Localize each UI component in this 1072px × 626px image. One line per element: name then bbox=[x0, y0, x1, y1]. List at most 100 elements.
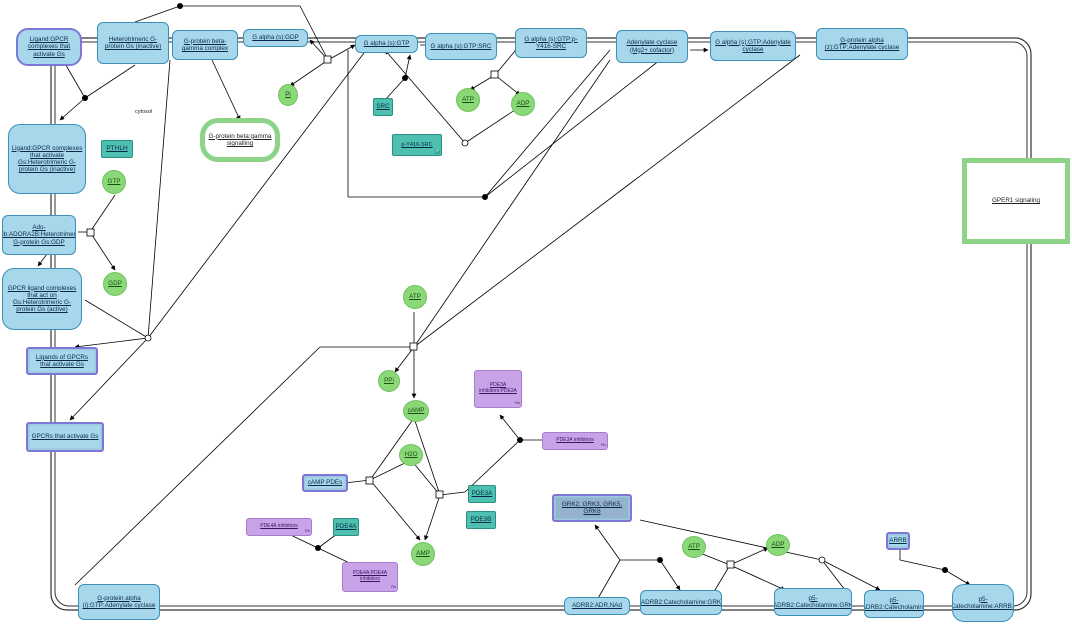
amp-node[interactable]: AMP bbox=[411, 542, 435, 566]
src-label: SRC bbox=[376, 103, 390, 111]
gdp-node[interactable]: GDP bbox=[103, 272, 127, 296]
p5-adrb2-cat-arrb-node[interactable]: p5-ADRB2:Catecholamine:ARRB1,ARRB2 bbox=[952, 584, 1014, 622]
gpcr-ligand-active-node[interactable]: GPCR ligand complexes that act on Gs:Het… bbox=[2, 268, 82, 330]
p5-adrb2-cat-grk-label: p5-ADRB2:Catecholamine:GRK bbox=[774, 594, 852, 609]
pi-node[interactable]: Pi bbox=[278, 84, 298, 106]
adrb2-cat-grk-label: ADRB2:Catecholamine:GRK bbox=[640, 598, 722, 606]
ligands-gpcrs-label: Ligands of GPCRs that activate Gs bbox=[35, 353, 89, 368]
p5-adrb2-cat-label: p5-ADRB2:Catecholamine bbox=[864, 596, 924, 611]
adenylate-cyclase-node[interactable]: Adenylate cyclase (Mg2+ cofactor) bbox=[616, 30, 688, 63]
camp-pdes-set[interactable]: cAMP PDEs bbox=[302, 474, 348, 492]
pde4a-inh-complex-label: PDE4A:PDE4A inhibitors bbox=[352, 570, 388, 582]
ado-rib-node[interactable]: Ado-Rib:ADORA2B:Heterotrimeric G-protein… bbox=[2, 215, 76, 255]
compartment-inner bbox=[54, 41, 1028, 607]
adp-top-label: ADP bbox=[516, 100, 530, 108]
arrb-label: ARRB bbox=[889, 537, 907, 545]
atp-top-label: ATP bbox=[462, 96, 474, 104]
pde3a-node[interactable]: PDE3A bbox=[468, 485, 496, 503]
camp-node[interactable]: cAMP bbox=[403, 400, 429, 422]
phospho-marker: P bbox=[435, 148, 440, 154]
g-alpha-gtp-ac-node[interactable]: G alpha (s):GTP:Adenylate cyclase bbox=[710, 31, 796, 61]
ppi-label: PPi bbox=[384, 377, 394, 385]
g-alpha-gtp-ac-label: G alpha (s):GTP:Adenylate cyclase bbox=[715, 38, 791, 53]
atp-mid-label: ATP bbox=[409, 293, 421, 301]
adrb2-adr-label: ADRB2:ADR,NAd bbox=[571, 602, 623, 610]
p5-adrb2-cat-grk-node[interactable]: p5-ADRB2:Catecholamine:GRK bbox=[774, 588, 852, 616]
compartment-outer bbox=[50, 37, 1032, 611]
gpcrs-gs-set[interactable]: GPCRs that activate Gs bbox=[26, 422, 104, 452]
g-alpha-gtp-src-label: G alpha (s):GTP:SRC bbox=[430, 42, 492, 50]
camp-pdes-label: cAMP PDEs bbox=[307, 479, 343, 487]
adp-bottom-node[interactable]: ADP bbox=[766, 534, 790, 556]
gdp-label: GDP bbox=[108, 280, 122, 288]
gtp-node[interactable]: GTP bbox=[102, 170, 126, 194]
src-node[interactable]: SRC bbox=[373, 98, 393, 116]
g-alpha-z-gtp-ac-label: G-protein alpha (z):GTP:Adenylate cyclas… bbox=[824, 36, 900, 51]
p5-adrb2-cat-arrb-label: p5-ADRB2:Catecholamine:ARRB1,ARRB2 bbox=[953, 595, 1013, 610]
adrb2-cat-grk-node[interactable]: ADRB2:Catecholamine:GRK bbox=[640, 590, 722, 615]
py416src-label: p-Y416-SRC bbox=[401, 141, 433, 148]
drug-marker: Rx bbox=[391, 584, 396, 590]
g-alpha-gdp-label: G alpha (s):GDP bbox=[252, 34, 299, 42]
grks-label: GRK2, GRK3, GRK5, GRK6 bbox=[561, 500, 623, 515]
pde4a-node[interactable]: PDE4A bbox=[333, 518, 359, 536]
pde3b-node[interactable]: PDE3B bbox=[466, 511, 496, 529]
g-alpha-gtp-label: G alpha (s):GTP bbox=[363, 40, 410, 48]
g-alpha-i-gtp-ac-label: G-protein alpha (i):GTP:Adenylate cyclas… bbox=[82, 594, 156, 609]
atp-top-node[interactable]: ATP bbox=[456, 88, 480, 112]
g-beta-gamma-label: G-protein beta-gamma complex bbox=[181, 37, 229, 52]
arrb-set[interactable]: ARRB bbox=[886, 532, 910, 550]
gper1-label: GPER1 signaling bbox=[992, 197, 1040, 205]
compartment-label: cytosol bbox=[135, 109, 153, 115]
heterotrimeric-inactive-label: Heterotrimeric G-protein Gs (inactive) bbox=[104, 35, 162, 50]
pde4a-label: PDE4A bbox=[335, 523, 357, 531]
beta-gamma-signalling-pathway[interactable]: G-protein beta:gamma signalling bbox=[200, 118, 280, 162]
ptmlh-label: PTHLH bbox=[106, 145, 128, 153]
gtp-label: GTP bbox=[107, 178, 121, 186]
gpcrs-gs-label: GPCRs that activate Gs bbox=[31, 433, 99, 441]
adp-top-node[interactable]: ADP bbox=[511, 92, 535, 116]
ligand-gpcr-label: Ligand:GPCR complexes that activate Gs bbox=[27, 36, 71, 58]
camp-label: cAMP bbox=[407, 407, 425, 415]
beta-gamma-signalling-label: G-protein beta:gamma signalling bbox=[208, 132, 272, 147]
ligands-gpcrs-set[interactable]: Ligands of GPCRs that activate Gs bbox=[26, 347, 98, 375]
heterotrimeric-inactive-node[interactable]: Heterotrimeric G-protein Gs (inactive) bbox=[97, 22, 169, 64]
g-alpha-i-gtp-ac-node[interactable]: G-protein alpha (i):GTP:Adenylate cyclas… bbox=[78, 584, 160, 620]
ppi-node[interactable]: PPi bbox=[378, 370, 400, 392]
ligand-gpcr-het-inactive-node[interactable]: Ligand:GPCR complexes that activate Gs:H… bbox=[8, 124, 86, 194]
gper1-pathway[interactable]: GPER1 signaling bbox=[962, 158, 1070, 244]
g-alpha-gtp-node[interactable]: G alpha (s):GTP bbox=[355, 35, 418, 53]
adp-bottom-label: ADP bbox=[771, 541, 785, 549]
pde4a-inhibitors-label: PDE4A inhibitors bbox=[260, 523, 298, 530]
g-alpha-gtp-src-node[interactable]: G alpha (s):GTP:SRC bbox=[425, 33, 497, 60]
grks-set[interactable]: GRK2, GRK3, GRK5, GRK6 bbox=[552, 494, 632, 522]
g-alpha-gtp-py416-label: G alpha (s):GTP:p-Y416-SRC bbox=[524, 35, 578, 50]
g-alpha-gtp-py416-node[interactable]: G alpha (s):GTP:p-Y416-SRC bbox=[515, 28, 587, 58]
adenylate-cyclase-label: Adenylate cyclase (Mg2+ cofactor) bbox=[626, 39, 678, 54]
atp-bottom-node[interactable]: ATP bbox=[682, 536, 706, 558]
pde3a-inhibitors-label: PDE3A inhibitors bbox=[556, 437, 594, 444]
ado-rib-label: Ado-Rib:ADORA2B:Heterotrimeric G-protein… bbox=[2, 224, 76, 246]
ligand-gpcr-node[interactable]: Ligand:GPCR complexes that activate Gs bbox=[16, 28, 82, 66]
ptmlh-node[interactable]: PTHLH bbox=[101, 140, 133, 158]
pi-label: Pi bbox=[285, 91, 291, 99]
pde3b-label: PDE3B bbox=[470, 516, 492, 524]
atp-mid-node[interactable]: ATP bbox=[403, 285, 427, 309]
pde3a-label: PDE3A bbox=[471, 490, 493, 498]
h2o-node[interactable]: H2O bbox=[399, 444, 423, 466]
drug-marker: Rx bbox=[515, 400, 520, 406]
g-alpha-gdp-node[interactable]: G alpha (s):GDP bbox=[243, 29, 308, 47]
adrb2-adr-node[interactable]: ADRB2:ADR,NAd bbox=[564, 597, 630, 615]
g-beta-gamma-node[interactable]: G-protein beta-gamma complex bbox=[172, 30, 238, 60]
h2o-label: H2O bbox=[404, 451, 418, 459]
ligand-gpcr-het-inactive-label: Ligand:GPCR complexes that activate Gs:H… bbox=[11, 144, 83, 174]
amp-label: AMP bbox=[416, 550, 430, 558]
p5-adrb2-cat-node[interactable]: p5-ADRB2:Catecholamine bbox=[864, 590, 924, 618]
g-alpha-z-gtp-ac-node[interactable]: G-protein alpha (z):GTP:Adenylate cyclas… bbox=[816, 28, 908, 60]
